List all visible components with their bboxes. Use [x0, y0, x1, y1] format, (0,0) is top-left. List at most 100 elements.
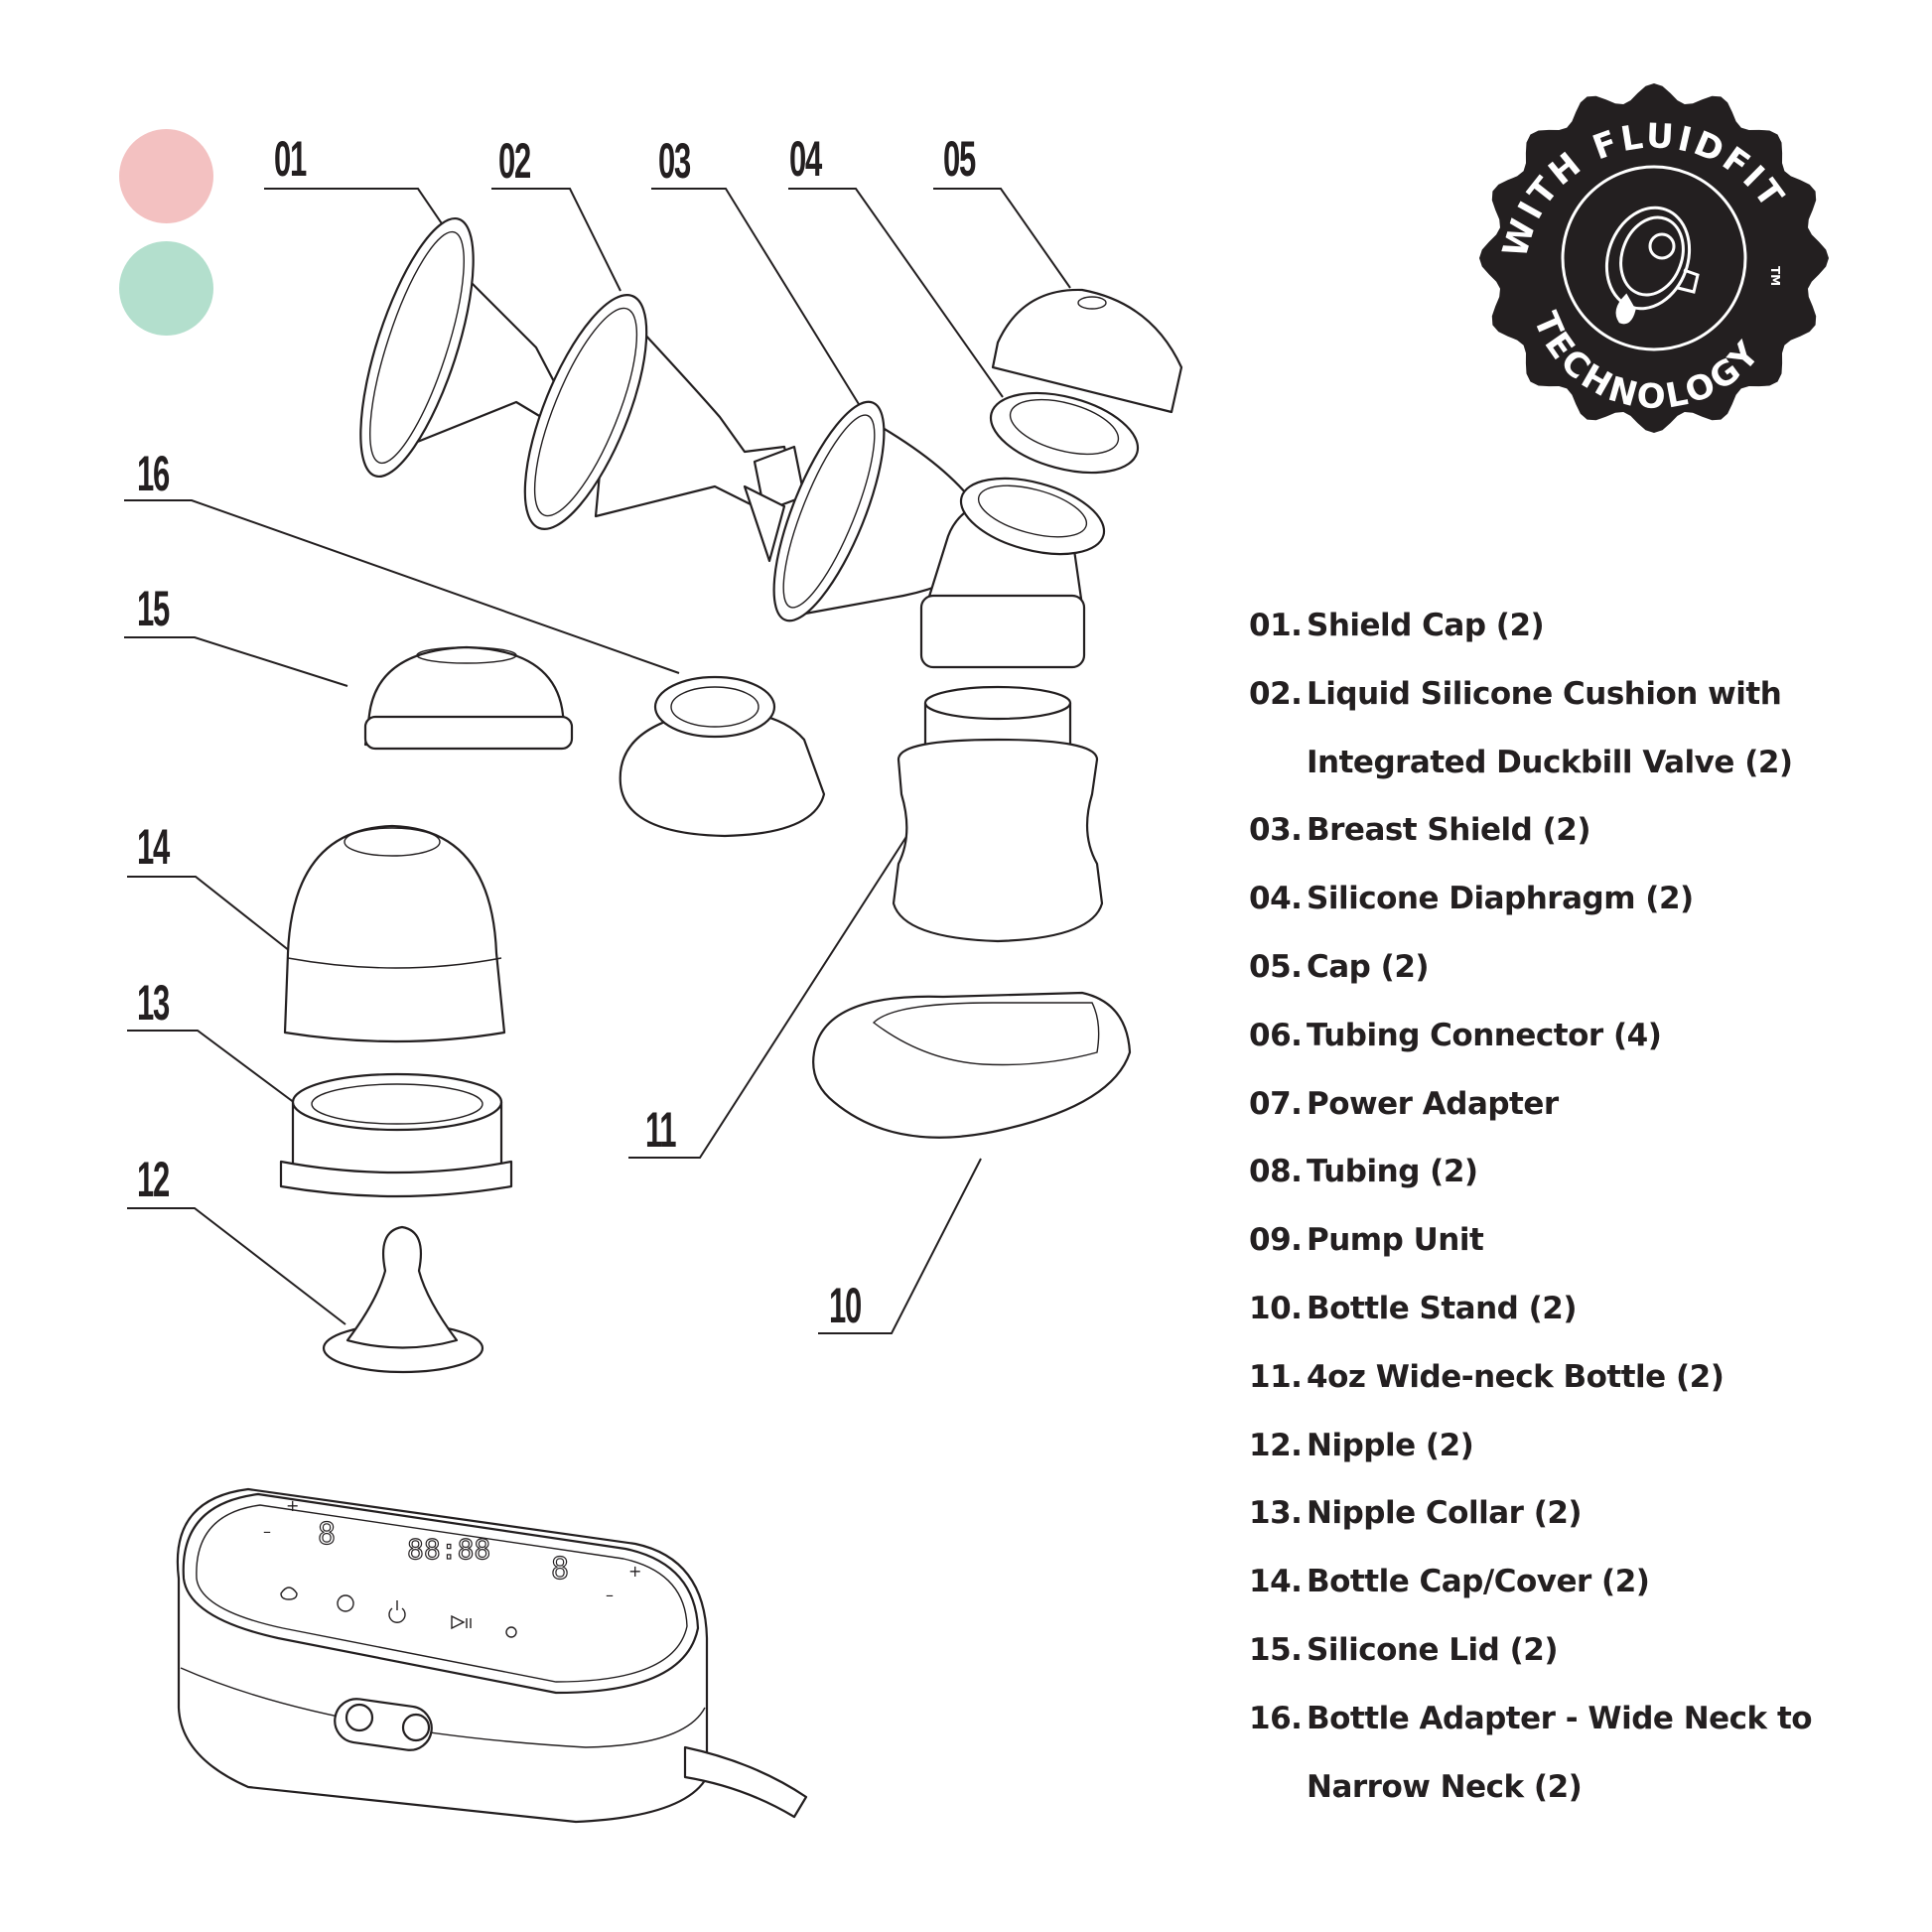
legend-item-label: Breast Shield (2)	[1307, 812, 1591, 849]
leader-04	[788, 188, 1004, 398]
legend-item: 12.Nipple (2)	[1249, 1412, 1884, 1480]
leader-10	[818, 1158, 982, 1334]
badge-trademark: TM	[1768, 266, 1782, 286]
color-swatch-pink[interactable]	[119, 129, 213, 223]
legend-item: 15.Silicone Lid (2)	[1249, 1616, 1884, 1685]
part-05-cap	[991, 288, 1183, 414]
leader-12	[127, 1207, 346, 1325]
legend-item-label: Bottle Adapter - Wide Neck to	[1307, 1700, 1813, 1736]
legend-item: 10.Bottle Stand (2)	[1249, 1275, 1884, 1343]
leader-16	[124, 499, 680, 674]
legend-item: 02.Liquid Silicone Cushion with	[1249, 660, 1884, 729]
callout-10: 10	[829, 1278, 862, 1333]
pump-control-panel: 8 88:88 8 + – + –	[263, 1496, 641, 1638]
callout-03: 03	[658, 133, 691, 189]
legend-item: 08.Tubing (2)	[1249, 1138, 1884, 1206]
legend-item: 11.4oz Wide-neck Bottle (2)	[1249, 1343, 1884, 1412]
part-13-nipple-collar	[279, 1072, 513, 1198]
legend-item: Narrow Neck (2)	[1249, 1753, 1884, 1822]
legend-item-label: Silicone Diaphragm (2)	[1307, 881, 1694, 917]
left-plus-button[interactable]: +	[286, 1496, 299, 1515]
legend-item-label: Pump Unit	[1307, 1222, 1484, 1259]
legend-item-label: Integrated Duckbill Valve (2)	[1307, 744, 1793, 780]
callout-04: 04	[789, 131, 822, 187]
legend-item-number: 07.	[1249, 1085, 1303, 1122]
part-14-bottle-cap	[283, 824, 506, 1043]
part-04-diaphragm	[959, 391, 1140, 556]
play-pause-button-icon[interactable]	[451, 1614, 472, 1630]
part-09-pump-unit: 8 88:88 8 + – + –	[176, 1487, 808, 1824]
legend-item-number: 14.	[1249, 1564, 1303, 1600]
leader-03	[651, 188, 863, 410]
callout-11: 11	[645, 1102, 677, 1158]
legend-item: 07.Power Adapter	[1249, 1070, 1884, 1139]
legend-item: 06.Tubing Connector (4)	[1249, 1002, 1884, 1070]
legend-item-label: Bottle Cap/Cover (2)	[1307, 1564, 1650, 1600]
leader-14	[127, 876, 291, 952]
leader-lines	[124, 188, 1071, 1334]
legend-item-label: Nipple (2)	[1307, 1427, 1474, 1463]
legend-item-number: 12.	[1249, 1427, 1303, 1463]
legend-item: 13.Nipple Collar (2)	[1249, 1479, 1884, 1548]
nipple-mode-icon[interactable]	[505, 1626, 517, 1638]
color-swatch-mint[interactable]	[119, 241, 213, 336]
part-02-silicone-cushion	[523, 294, 806, 563]
callout-14: 14	[137, 819, 170, 875]
leader-13	[127, 1030, 304, 1110]
right-minus-button[interactable]: –	[606, 1586, 614, 1604]
mode-button-icon[interactable]	[337, 1594, 354, 1612]
legend-item-number: 10.	[1249, 1290, 1303, 1326]
breast-shield-icon	[1604, 206, 1700, 325]
breast-mode-icon[interactable]	[280, 1587, 298, 1600]
right-plus-button[interactable]: +	[628, 1562, 641, 1581]
callout-13: 13	[137, 975, 170, 1031]
parts-legend: 01.Shield Cap (2) 02.Liquid Silicone Cush…	[1249, 592, 1884, 1821]
power-button-icon[interactable]	[388, 1600, 406, 1623]
part-11-bottle	[892, 685, 1104, 943]
legend-item-label: Cap (2)	[1307, 948, 1430, 985]
legend-item-number: 15.	[1249, 1631, 1303, 1668]
legend-item-label: Power Adapter	[1307, 1085, 1559, 1122]
legend-item: 03.Breast Shield (2)	[1249, 796, 1884, 865]
legend-item-label: Tubing (2)	[1307, 1154, 1478, 1190]
legend-item: 14.Bottle Cap/Cover (2)	[1249, 1548, 1884, 1616]
part-12-nipple	[322, 1225, 484, 1374]
legend-item-label: Silicone Lid (2)	[1307, 1631, 1559, 1668]
legend-item-number: 02.	[1249, 675, 1303, 712]
left-minus-button[interactable]: –	[263, 1522, 271, 1541]
callout-02: 02	[498, 133, 531, 189]
legend-item-label: Nipple Collar (2)	[1307, 1495, 1583, 1532]
legend-item-number: 08.	[1249, 1154, 1303, 1190]
legend-item: 16.Bottle Adapter - Wide Neck to	[1249, 1685, 1884, 1753]
callout-16: 16	[137, 446, 170, 501]
leader-15	[124, 636, 348, 687]
legend-item-number: 01.	[1249, 608, 1303, 643]
legend-item: 04.Silicone Diaphragm (2)	[1249, 865, 1884, 933]
leader-02	[491, 188, 621, 292]
badge-scalloped-shape	[1479, 83, 1829, 433]
callout-15: 15	[137, 581, 170, 636]
legend-item-number: 11.	[1249, 1358, 1303, 1395]
legend-item-number: 04.	[1249, 881, 1303, 917]
callout-12: 12	[137, 1152, 170, 1207]
part-10-bottle-stand	[812, 991, 1132, 1139]
display-right-level: 8	[551, 1552, 569, 1587]
legend-item-number: 05.	[1249, 948, 1303, 985]
display-left-level: 8	[318, 1517, 336, 1552]
badge-inner-ring	[1561, 165, 1747, 351]
legend-item-label: Bottle Stand (2)	[1307, 1290, 1578, 1326]
leader-05	[933, 188, 1071, 289]
callout-05: 05	[943, 131, 976, 187]
legend-item-number: 09.	[1249, 1222, 1303, 1259]
callout-01: 01	[274, 131, 307, 187]
legend-item-number: 16.	[1249, 1700, 1303, 1736]
legend-item-label: Narrow Neck (2)	[1307, 1768, 1583, 1805]
legend-item-label: Shield Cap (2)	[1307, 608, 1545, 643]
leader-11	[628, 831, 910, 1159]
legend-item: 09.Pump Unit	[1249, 1206, 1884, 1275]
legend-item-label: Tubing Connector (4)	[1307, 1017, 1662, 1053]
legend-item-number: 03.	[1249, 812, 1303, 849]
legend-item: Integrated Duckbill Valve (2)	[1249, 729, 1884, 797]
part-15-silicone-lid	[363, 645, 574, 751]
